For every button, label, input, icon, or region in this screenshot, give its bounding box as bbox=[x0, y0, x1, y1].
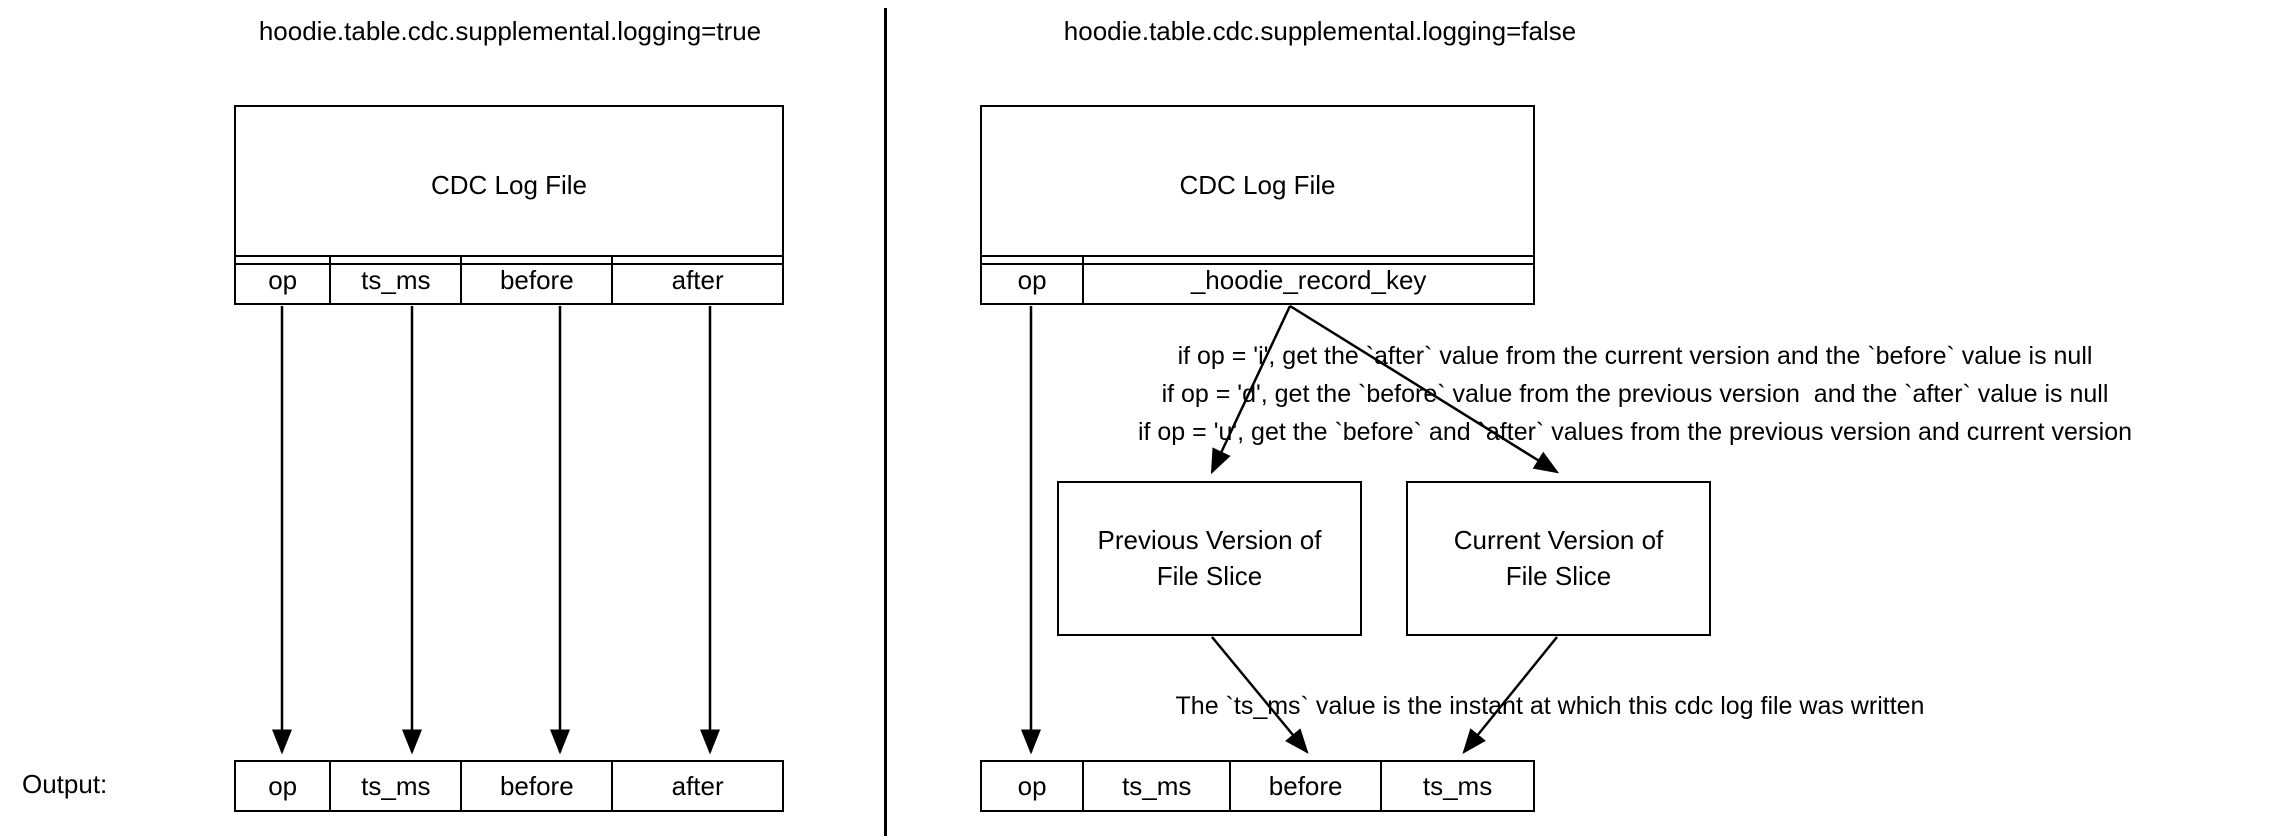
arrow-current-version-to-ts-ms bbox=[1462, 636, 1558, 754]
left-output-cell-before: before bbox=[462, 762, 614, 810]
left-cdc-log-file-label: CDC Log File bbox=[430, 169, 588, 200]
right-output-cell-before: before bbox=[1231, 762, 1383, 810]
left-output-cell-after: after bbox=[671, 770, 724, 801]
current-version-of-file-slice-box: Current Version of File Slice bbox=[1406, 481, 1711, 636]
left-cdc-log-file-box: CDC Log File bbox=[234, 105, 784, 265]
right-log-column-op: op bbox=[982, 257, 1085, 303]
right-cdc-log-file-box: CDC Log File bbox=[980, 105, 1535, 265]
left-output-row: op ts_ms before after bbox=[234, 760, 784, 812]
previous-version-label-line2: File Slice bbox=[1156, 560, 1263, 591]
arrow-previous-version-to-before bbox=[1211, 636, 1309, 754]
right-log-column-hoodie-record-key: _hoodie_record_key bbox=[1190, 264, 1427, 295]
arrow-to-current-version bbox=[1289, 304, 1560, 474]
left-log-columns-row: op ts_ms before after bbox=[234, 255, 784, 305]
note-line-ts-ms: The `ts_ms` value is the instant at whic… bbox=[1175, 692, 1925, 720]
right-output-row: op ts_ms before ts_ms bbox=[980, 760, 1535, 812]
left-output-cell-op: op bbox=[236, 762, 332, 810]
right-cdc-log-file-label: CDC Log File bbox=[1179, 169, 1336, 200]
previous-version-label-wrap: Previous Version of File Slice bbox=[1097, 523, 1321, 593]
right-log-columns-row: op _hoodie_record_key bbox=[980, 255, 1535, 305]
panel-divider bbox=[884, 8, 887, 836]
current-version-label-wrap: Current Version of File Slice bbox=[1454, 523, 1664, 593]
left-panel-title: hoodie.table.cdc.supplemental.logging=tr… bbox=[258, 16, 762, 46]
note-line-op-u: if op = 'u', get the `before` and `after… bbox=[1137, 418, 2133, 446]
left-log-column-before: before bbox=[462, 257, 614, 303]
note-line-op-i: if op = 'i', get the `after` value from … bbox=[1177, 342, 2093, 370]
left-log-column-ts-ms: ts_ms bbox=[331, 257, 463, 303]
right-output-cell-ts-ms-2: ts_ms bbox=[1422, 770, 1493, 801]
right-panel-title: hoodie.table.cdc.supplemental.logging=fa… bbox=[1063, 16, 1577, 46]
output-label: Output: bbox=[22, 769, 108, 799]
left-output-cell-ts-ms: ts_ms bbox=[331, 762, 463, 810]
note-line-op-d: if op = 'd', get the `before` value from… bbox=[1161, 380, 2109, 408]
right-output-cell-ts-ms: ts_ms bbox=[1084, 762, 1232, 810]
previous-version-of-file-slice-box: Previous Version of File Slice bbox=[1057, 481, 1362, 636]
current-version-label-line2: File Slice bbox=[1505, 560, 1612, 591]
arrow-to-previous-version bbox=[1210, 305, 1292, 475]
current-version-label-line1: Current Version of bbox=[1453, 525, 1664, 556]
right-output-cell-op: op bbox=[982, 762, 1085, 810]
previous-version-label-line1: Previous Version of bbox=[1097, 525, 1322, 556]
left-log-column-op: op bbox=[236, 257, 332, 303]
left-log-column-after: after bbox=[671, 264, 724, 295]
